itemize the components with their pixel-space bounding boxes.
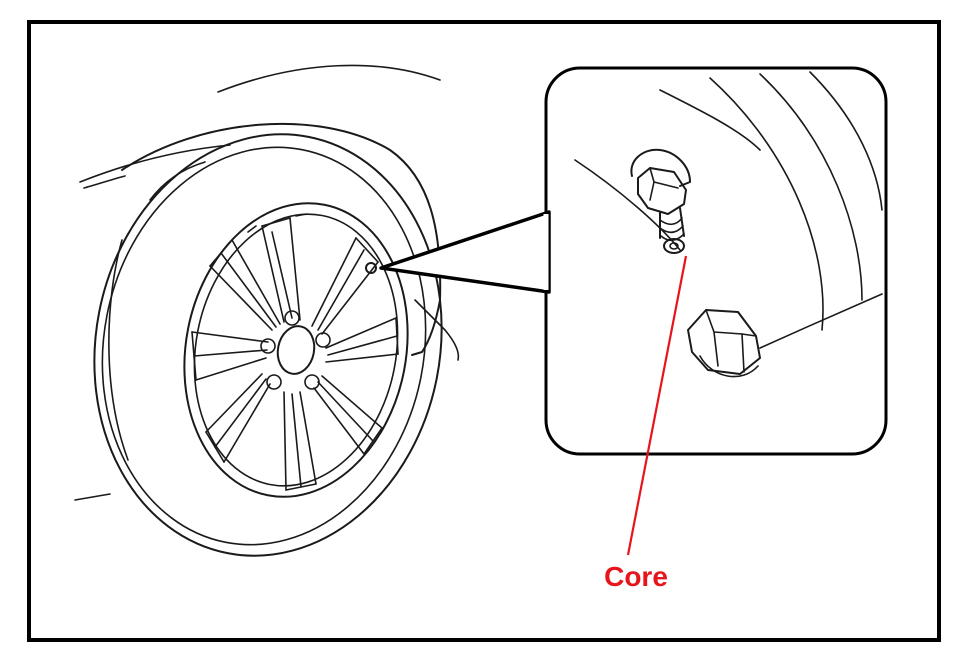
lug-nut [260, 338, 276, 354]
valve-cap [687, 309, 761, 378]
tire [93, 133, 443, 557]
zoom-pointer [379, 210, 551, 294]
valve-stem [630, 148, 691, 254]
valve-stem-marker [365, 262, 377, 274]
diagram-frame [27, 20, 941, 642]
wheel-spokes [191, 213, 399, 491]
core-leader-line [626, 255, 688, 556]
wheel-hub [276, 325, 316, 375]
lug-nut [266, 374, 282, 390]
lug-nut [284, 310, 300, 326]
car-body [74, 64, 460, 501]
inset-detail [543, 66, 888, 456]
wheel-rim [183, 202, 409, 498]
valve-core [663, 238, 685, 254]
core-label: Core [604, 561, 668, 592]
